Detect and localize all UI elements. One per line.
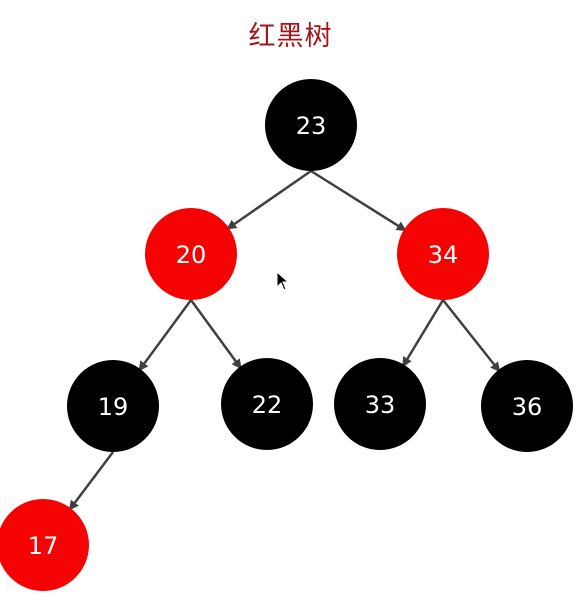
node-label-33: 33 xyxy=(365,391,396,419)
diagram-title: 红黑树 xyxy=(248,21,333,52)
edge-20-22 xyxy=(189,299,243,370)
node-label-22: 22 xyxy=(252,391,283,419)
node-label-20: 20 xyxy=(176,241,207,269)
tree-node-36: 36 xyxy=(481,360,573,452)
edge-23-34 xyxy=(310,169,407,232)
tree-node-33: 33 xyxy=(334,358,426,450)
edge-34-36 xyxy=(442,299,501,373)
tree-node-20: 20 xyxy=(145,208,237,300)
tree-node-34: 34 xyxy=(397,208,489,300)
node-label-34: 34 xyxy=(428,241,459,269)
node-label-36: 36 xyxy=(512,393,543,421)
edge-23-20 xyxy=(226,169,312,230)
tree-node-22: 22 xyxy=(221,358,313,450)
nodes-layer: 23 20 34 19 22 33 36 17 xyxy=(0,79,573,591)
node-circle-36 xyxy=(481,360,573,452)
node-circle-22 xyxy=(221,358,313,450)
edge-19-17 xyxy=(68,451,114,511)
tree-node-17: 17 xyxy=(0,499,89,591)
node-circle-20 xyxy=(145,208,237,300)
node-label-19: 19 xyxy=(98,393,129,421)
node-circle-19 xyxy=(67,360,159,452)
node-label-23: 23 xyxy=(296,112,327,140)
tree-node-23: 23 xyxy=(265,79,357,171)
mouse-cursor-icon xyxy=(276,270,290,295)
node-circle-33 xyxy=(334,358,426,450)
node-circle-23 xyxy=(265,79,357,171)
tree-node-19: 19 xyxy=(67,360,159,452)
edge-34-33 xyxy=(401,299,445,368)
node-label-17: 17 xyxy=(28,532,59,560)
node-circle-17 xyxy=(0,499,89,591)
edges-layer xyxy=(68,169,501,511)
edge-20-19 xyxy=(138,299,193,372)
node-circle-34 xyxy=(397,208,489,300)
